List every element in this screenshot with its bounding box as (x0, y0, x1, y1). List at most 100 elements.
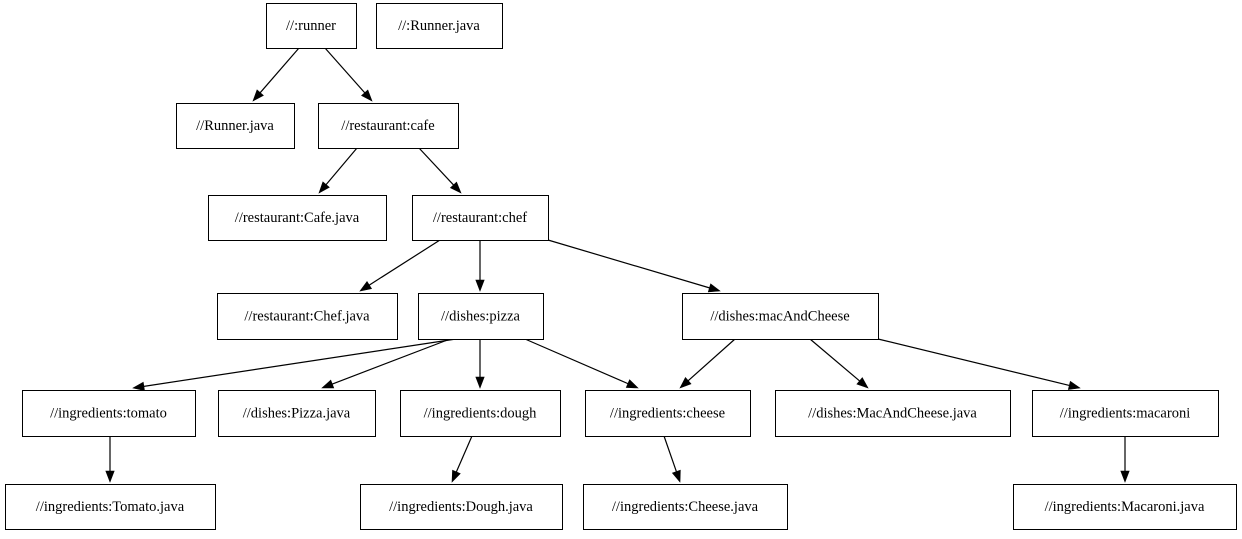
edge-line (687, 338, 736, 382)
edge-cafe-to-cafe_java (318, 147, 358, 194)
node-box[interactable] (360, 484, 563, 530)
graph-node-cheese_java[interactable]: //ingredients:Cheese.java (583, 484, 788, 530)
edge-pizza-to-tomato (132, 338, 457, 391)
node-label: //ingredients:Tomato.java (36, 499, 185, 515)
node-label: //ingredients:cheese (610, 405, 725, 421)
edge-arrowhead (707, 283, 721, 293)
graph-node-macandcheese_java[interactable]: //dishes:MacAndCheese.java (775, 390, 1011, 437)
node-label: //restaurant:cafe (341, 118, 434, 134)
node-box[interactable] (5, 484, 216, 530)
nodes-layer: //:runner //:Runner.java //Runner.java //re… (5, 3, 1237, 530)
graph-node-root_runner_java[interactable]: //:Runner.java (376, 3, 503, 49)
node-box[interactable] (376, 3, 503, 49)
graph-node-macandcheese[interactable]: //dishes:macAndCheese (682, 293, 879, 340)
edge-arrowhead (625, 379, 639, 389)
node-label: //dishes:pizza (441, 308, 520, 324)
graph-node-chef[interactable]: //restaurant:chef (412, 195, 549, 241)
edge-line (877, 338, 1070, 386)
node-label: //restaurant:Chef.java (244, 308, 370, 324)
graph-node-macaroni[interactable]: //ingredients:macaroni (1032, 390, 1219, 437)
graph-node-dough[interactable]: //ingredients:dough (400, 390, 561, 437)
edge-line (418, 147, 454, 186)
edge-arrowhead (252, 89, 264, 102)
edge-line (809, 338, 860, 382)
node-label: //ingredients:Cheese.java (612, 499, 759, 515)
node-box[interactable] (400, 390, 561, 437)
edge-arrowhead (361, 89, 373, 102)
edge-arrowhead (451, 469, 461, 483)
node-label: //:Runner.java (398, 18, 480, 34)
node-label: //restaurant:chef (433, 210, 527, 226)
graph-node-chef_java[interactable]: //restaurant:Chef.java (217, 293, 398, 340)
edge-chef-to-pizza (475, 240, 485, 292)
edge-line (663, 435, 677, 472)
edge-arrowhead (856, 377, 869, 389)
edge-cheese-to-cheese_java (663, 435, 681, 483)
node-box[interactable] (176, 103, 295, 149)
edge-chef-to-macandcheese (547, 239, 721, 293)
edge-arrowhead (475, 279, 485, 292)
node-label: //ingredients:Dough.java (389, 499, 533, 515)
edge-cafe-to-chef (418, 147, 462, 194)
node-box[interactable] (208, 195, 387, 241)
edge-arrowhead (1067, 380, 1081, 390)
graph-node-tomato[interactable]: //ingredients:tomato (22, 390, 196, 437)
edge-pizza-to-dough (475, 339, 485, 389)
node-box[interactable] (412, 195, 549, 241)
graph-node-pizza[interactable]: //dishes:pizza (418, 293, 544, 340)
edge-runner-to-cafe (324, 47, 373, 102)
edge-line (143, 338, 457, 387)
edges-layer (105, 47, 1130, 483)
node-label: //ingredients:dough (424, 405, 538, 421)
node-label: //dishes:Pizza.java (243, 405, 351, 421)
edge-chef-to-chef_java (359, 239, 441, 292)
graph-node-macaroni_java[interactable]: //ingredients:Macaroni.java (1013, 484, 1237, 530)
edge-line (324, 47, 366, 94)
node-label: //Runner.java (196, 118, 274, 134)
node-box[interactable] (775, 390, 1011, 437)
node-box[interactable] (22, 390, 196, 437)
node-label: //ingredients:macaroni (1060, 405, 1190, 421)
edge-line (524, 338, 629, 385)
node-label: //restaurant:Cafe.java (235, 210, 360, 226)
edge-arrowhead (132, 381, 145, 391)
node-box[interactable] (266, 3, 357, 49)
edge-arrowhead (671, 469, 681, 483)
graph-node-cafe[interactable]: //restaurant:cafe (318, 103, 459, 149)
node-box[interactable] (218, 390, 376, 437)
edge-arrowhead (105, 470, 115, 483)
node-label: //dishes:MacAndCheese.java (808, 405, 977, 421)
edge-tomato-to-tomato_java (105, 436, 115, 483)
edge-pizza-to-cheese (524, 338, 639, 389)
node-box[interactable] (585, 390, 751, 437)
edge-line (332, 338, 451, 385)
graph-node-runner[interactable]: //:runner (266, 3, 357, 49)
node-label: //:runner (286, 18, 336, 34)
graph-node-runner_java[interactable]: //Runner.java (176, 103, 295, 149)
node-box[interactable] (682, 293, 879, 340)
node-box[interactable] (1032, 390, 1219, 437)
node-label: //ingredients:Macaroni.java (1045, 499, 1205, 515)
edge-macandcheese-to-macaroni (877, 338, 1081, 390)
node-box[interactable] (583, 484, 788, 530)
graph-node-cafe_java[interactable]: //restaurant:Cafe.java (208, 195, 387, 241)
edge-macandcheese-to-cheese (679, 338, 736, 389)
node-box[interactable] (1013, 484, 1237, 530)
edge-arrowhead (449, 181, 462, 194)
edge-line (547, 239, 710, 289)
edge-macandcheese-to-macandcheese_java (809, 338, 869, 389)
graph-node-cheese[interactable]: //ingredients:cheese (585, 390, 751, 437)
edge-line (259, 47, 300, 94)
edge-arrowhead (475, 376, 485, 389)
graph-node-pizza_java[interactable]: //dishes:Pizza.java (218, 390, 376, 437)
node-box[interactable] (217, 293, 398, 340)
edge-macaroni-to-macaroni_java (1120, 436, 1130, 483)
node-box[interactable] (418, 293, 544, 340)
graph-node-tomato_java[interactable]: //ingredients:Tomato.java (5, 484, 216, 530)
node-box[interactable] (318, 103, 459, 149)
edge-arrowhead (359, 281, 373, 292)
edge-line (325, 147, 358, 185)
graph-node-dough_java[interactable]: //ingredients:Dough.java (360, 484, 563, 530)
